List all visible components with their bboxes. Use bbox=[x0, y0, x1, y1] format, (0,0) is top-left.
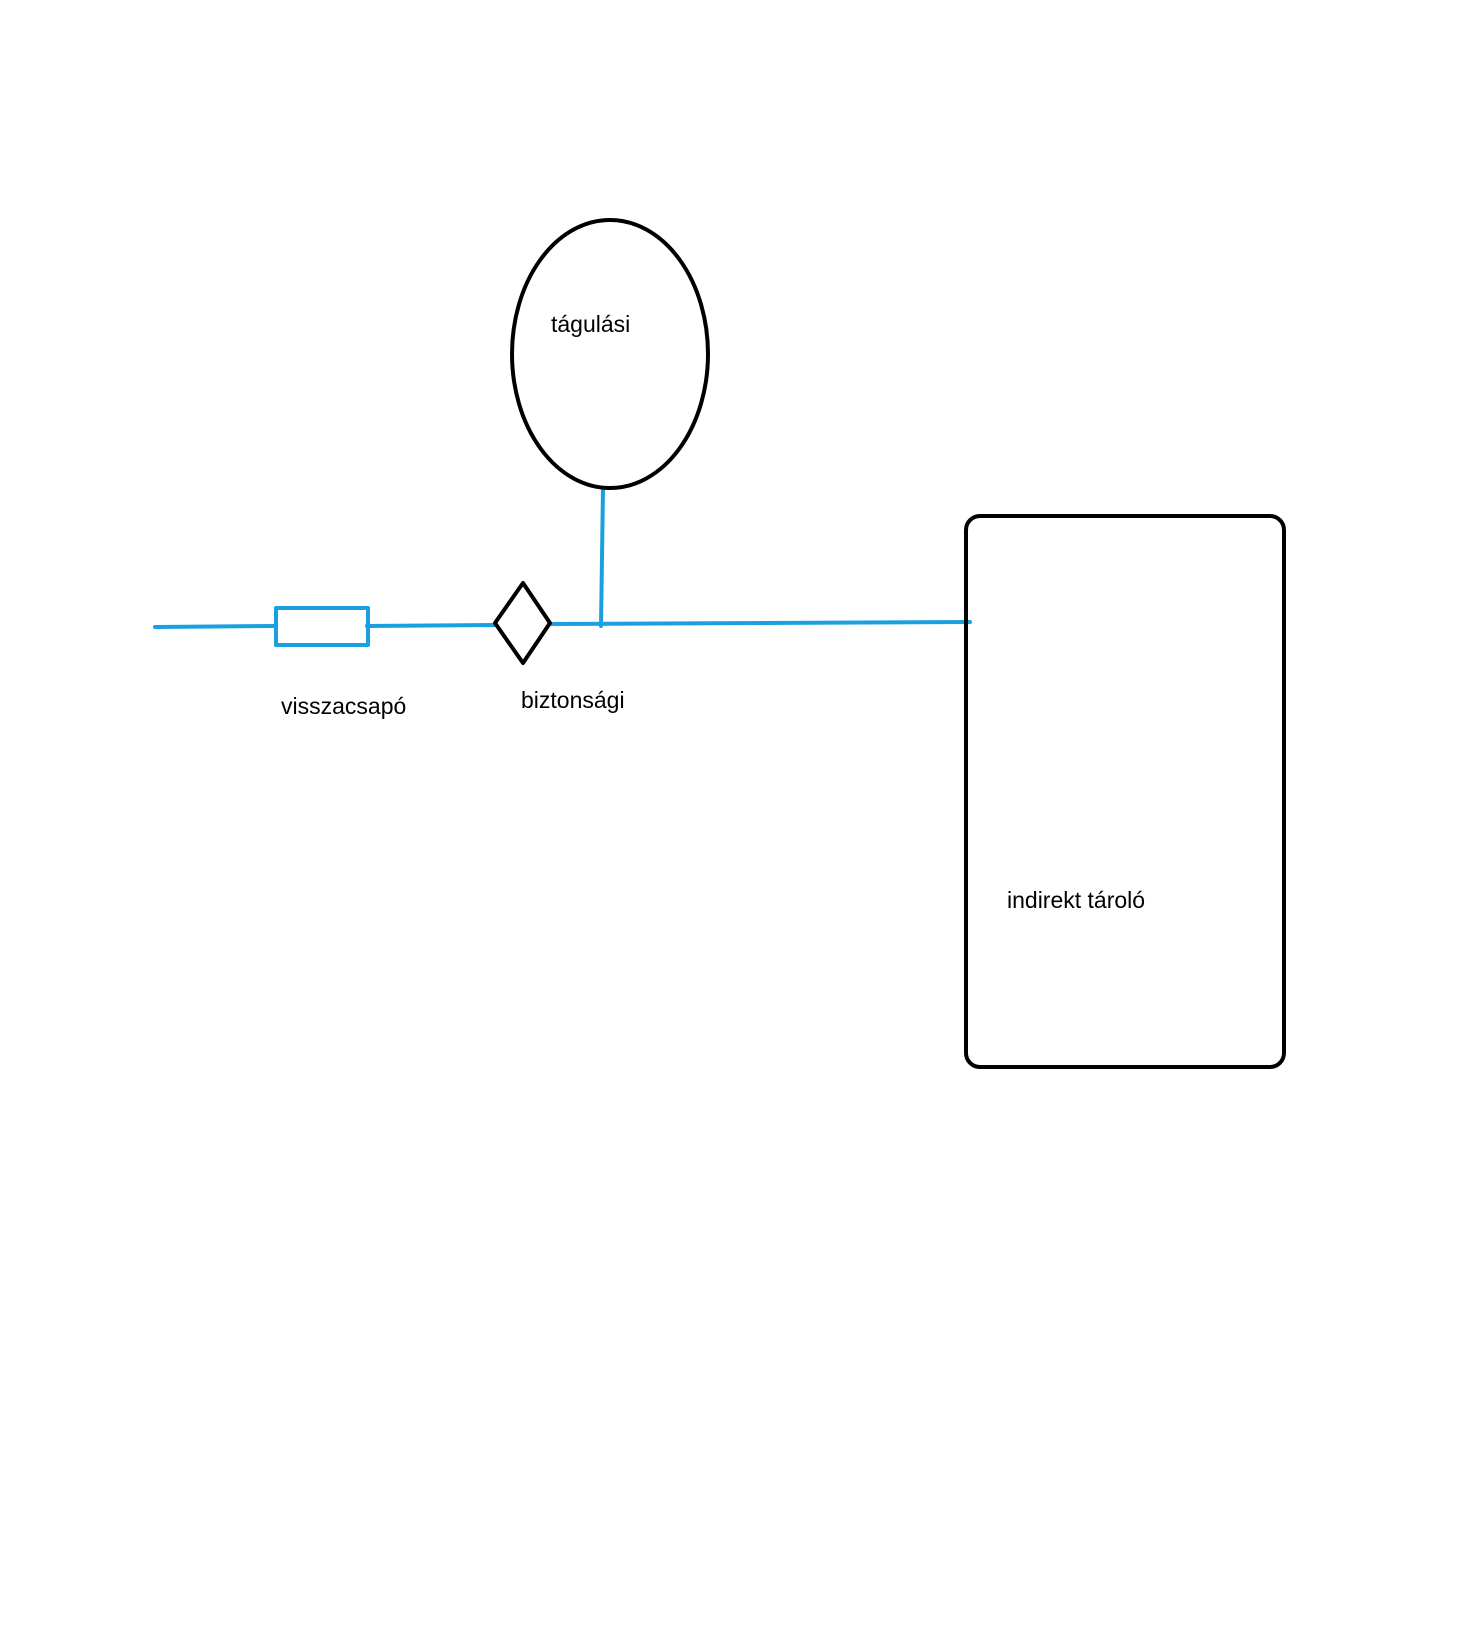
safety-valve-label: biztonsági bbox=[521, 687, 625, 713]
expansion-branch-pipe bbox=[599, 486, 605, 628]
expansion-tank-symbol bbox=[510, 218, 710, 490]
check-valve-label: visszacsapó bbox=[281, 693, 406, 719]
storage-tank-label: indirekt tároló bbox=[1007, 887, 1145, 913]
storage-tank-symbol bbox=[964, 514, 1286, 1069]
check-valve-symbol bbox=[274, 606, 370, 647]
expansion-tank-label: tágulási bbox=[551, 311, 630, 337]
safety-valve-symbol bbox=[493, 581, 552, 665]
main-pipe bbox=[153, 620, 972, 629]
